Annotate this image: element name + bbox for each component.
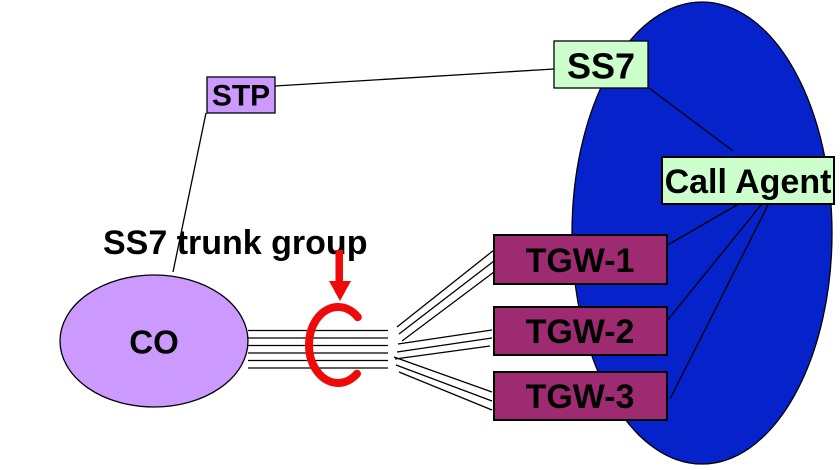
trunk-fan-lines (393, 249, 495, 411)
tgw3-label: TGW-3 (526, 378, 635, 416)
stp-node (206, 76, 276, 114)
trunk-group-arrow (329, 250, 351, 301)
co-label: CO (129, 324, 179, 361)
link-callagent-tgw3 (669, 204, 769, 400)
link-callagent-tgw1 (663, 204, 738, 248)
call-agent-label: Call Agent (665, 163, 832, 201)
ss7-node (553, 40, 649, 89)
tgw2-node (493, 306, 668, 356)
trunk-lines (248, 329, 388, 369)
tgw2-label: TGW-2 (526, 313, 635, 351)
link-ss7-callagent (648, 87, 734, 152)
ss7-label: SS7 (567, 46, 635, 87)
link-stp-co (172, 112, 207, 273)
tgw1-label: TGW-1 (526, 242, 635, 280)
connector-lines (172, 68, 769, 400)
tgw1-node (493, 234, 668, 285)
co-node (59, 274, 249, 408)
call-agent-node (661, 156, 835, 205)
tgw3-node (493, 371, 668, 421)
trunk-group-label: SS7 trunk group (103, 224, 367, 262)
stp-label: STP (212, 80, 270, 113)
trunk-group-circle (305, 303, 362, 387)
link-stp-ss7 (274, 68, 555, 87)
link-callagent-tgw2 (661, 204, 762, 328)
